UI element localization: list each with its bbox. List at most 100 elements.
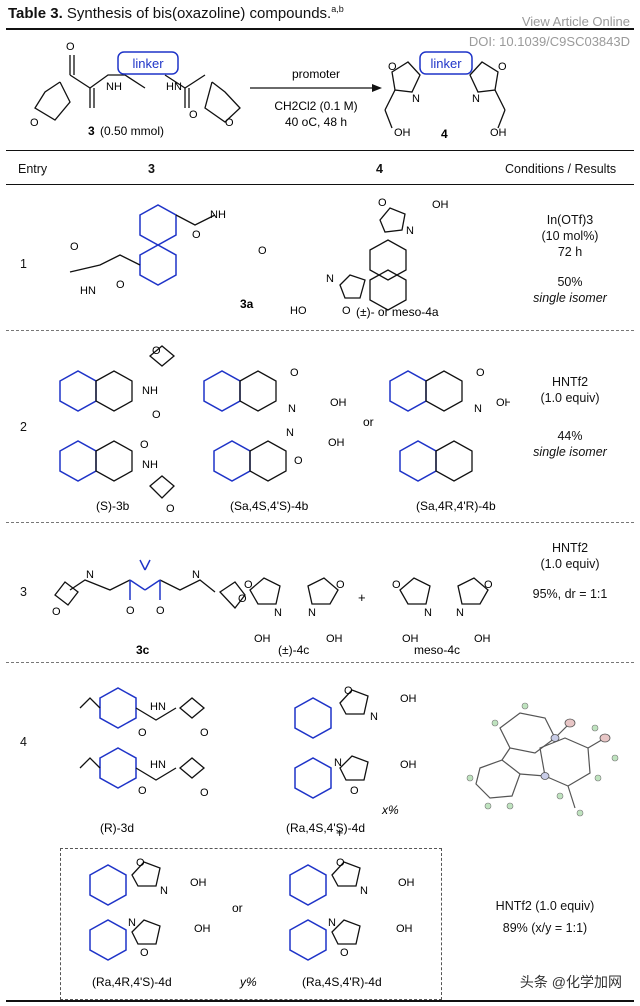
svg-text:OH: OH [190, 877, 207, 889]
plus-sign: + [336, 826, 344, 840]
svg-text:linker: linker [132, 56, 164, 71]
row3-conditions: HNTf2 (1.0 equiv) 95%, dr = 1:1 [532, 541, 608, 601]
svg-text:OH: OH [330, 397, 347, 409]
row4-conditions: HNTf2 (1.0 equiv) 89% (x/y = 1:1) [495, 899, 595, 935]
row-divider [6, 330, 634, 331]
svg-text:O: O [294, 455, 303, 467]
svg-text:(±)- or meso-4a: (±)- or meso-4a [356, 305, 439, 319]
header-top-rule [6, 150, 634, 151]
row1-conditions: In(OTf)3 (10 mol%) 72 h 50% single isome… [533, 213, 607, 305]
svg-text:OH: OH [254, 633, 271, 645]
svg-text:(0.50 mmol): (0.50 mmol) [100, 124, 164, 138]
svg-text:N: N [328, 917, 336, 929]
svg-text:O: O [388, 61, 397, 73]
svg-text:O: O [200, 787, 209, 799]
svg-text:O: O [340, 947, 349, 959]
row4-structures: O HN O HN O O (R)-3d O N OH N OH O x% (R… [79, 685, 619, 835]
svg-text:N: N [160, 885, 168, 897]
row2-conditions: HNTf2 (1.0 equiv) 44% single isomer [533, 375, 607, 459]
svg-text:O: O [342, 305, 351, 317]
row3-structures: O N O O N O 3c O N N O OH OH (±)-4c + O … [52, 559, 493, 657]
svg-text:or: or [363, 415, 374, 429]
svg-text:linker: linker [430, 56, 462, 71]
svg-text:N: N [472, 93, 480, 105]
svg-text:O: O [476, 367, 485, 379]
svg-text:N: N [192, 569, 200, 581]
svg-text:OH: OH [398, 877, 415, 889]
svg-text:OH: OH [396, 923, 413, 935]
entry-2: 2 [20, 420, 27, 434]
svg-text:O: O [392, 579, 401, 591]
svg-text:O: O [350, 785, 359, 797]
row1-structures: O O O HN NH O 3a O N OH N HO O (±)- or m… [69, 197, 449, 319]
doi-link[interactable]: DOI: 10.1039/C9SC03843D [468, 34, 630, 49]
svg-text:O: O [200, 727, 209, 739]
svg-text:O: O [484, 579, 493, 591]
svg-text:3c: 3c [136, 643, 150, 657]
svg-text:O: O [189, 109, 198, 121]
svg-text:N: N [86, 569, 94, 581]
header-col3: 3 [148, 162, 155, 176]
svg-text:3: 3 [88, 124, 95, 138]
svg-text:N: N [128, 917, 136, 929]
svg-text:N: N [308, 607, 316, 619]
svg-text:(Sa,4S,4'S)-4b: (Sa,4S,4'S)-4b [230, 499, 309, 513]
svg-text:O: O [225, 117, 234, 129]
svg-text:O: O [30, 117, 39, 129]
svg-text:promoter: promoter [292, 67, 340, 81]
svg-text:N: N [456, 607, 464, 619]
svg-text:O: O [140, 947, 149, 959]
svg-text:O: O [152, 345, 161, 357]
svg-text:OH: OH [326, 633, 343, 645]
svg-text:O: O [116, 279, 125, 291]
svg-text:O: O [66, 41, 75, 53]
svg-text:O: O [126, 605, 135, 617]
svg-text:x%: x% [381, 803, 399, 817]
svg-text:O: O [138, 785, 147, 797]
svg-text:OH: OH [400, 759, 417, 771]
svg-text:(Ra,4S,4'R)-4d: (Ra,4S,4'R)-4d [302, 975, 382, 989]
svg-text:3a: 3a [240, 297, 254, 311]
entry-1: 1 [20, 257, 27, 271]
row2-structures: O NH O O NH O (S)-3b O N OH N OH O (Sa,4… [59, 345, 510, 515]
svg-text:N: N [274, 607, 282, 619]
svg-text:O: O [70, 241, 79, 253]
svg-text:N: N [334, 757, 342, 769]
svg-text:HN: HN [80, 285, 96, 297]
svg-text:O: O [156, 605, 165, 617]
svg-text:O: O [238, 593, 247, 605]
svg-text:N: N [412, 93, 420, 105]
svg-text:O: O [378, 197, 387, 209]
svg-text:NH: NH [210, 209, 226, 221]
svg-text:OH: OH [496, 397, 510, 409]
svg-text:HN: HN [150, 759, 166, 771]
top-rule [6, 28, 634, 30]
svg-text:N: N [286, 427, 294, 439]
svg-text:40 oC, 48 h: 40 oC, 48 h [285, 115, 347, 129]
svg-text:O: O [498, 61, 507, 73]
svg-text:CH2Cl2 (0.1 M): CH2Cl2 (0.1 M) [274, 99, 357, 113]
svg-text:(±)-4c: (±)-4c [278, 643, 309, 657]
svg-text:O: O [136, 857, 145, 869]
entry-4: 4 [20, 735, 27, 749]
svg-text:N: N [360, 885, 368, 897]
svg-text:OH: OH [490, 127, 507, 139]
svg-text:N: N [326, 273, 334, 285]
svg-text:O: O [152, 409, 161, 421]
svg-text:N: N [370, 711, 378, 723]
header-entry: Entry [18, 162, 48, 176]
svg-text:or: or [232, 901, 243, 915]
footer-watermark: 头条 @化学加网 [515, 972, 626, 992]
svg-text:OH: OH [432, 199, 449, 211]
svg-text:O: O [140, 439, 149, 451]
svg-text:O: O [192, 229, 201, 241]
svg-text:O: O [52, 606, 61, 618]
svg-text:HO: HO [290, 305, 307, 317]
header-bottom-rule [6, 184, 634, 185]
svg-text:O: O [244, 579, 253, 591]
view-article-online-link[interactable]: View Article Online [521, 14, 630, 29]
row4-box-structures: O N OH N OH O or O N OH N OH O (Ra,4R,4'… [89, 857, 415, 989]
svg-text:HN: HN [166, 81, 182, 93]
svg-text:N: N [474, 403, 482, 415]
svg-text:N: N [424, 607, 432, 619]
